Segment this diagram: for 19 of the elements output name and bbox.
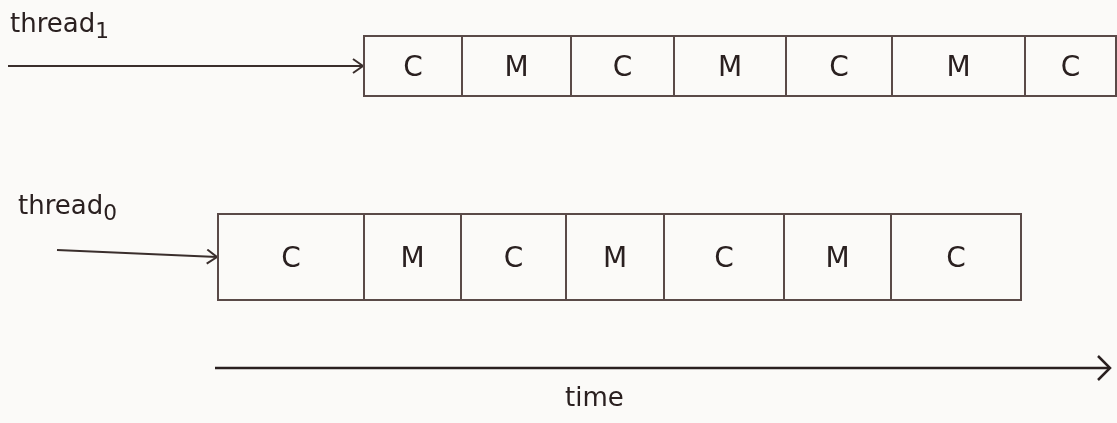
- time-slot-cell: M: [673, 35, 787, 97]
- time-slot-cell: C: [785, 35, 893, 97]
- time-slot-cell: M: [461, 35, 572, 97]
- time-slot-cell: C: [217, 213, 365, 301]
- arrow: [7, 58, 364, 74]
- thread-label: thread$_{1}$: [10, 8, 109, 44]
- time-slot-cell: C: [663, 213, 785, 301]
- time-slot-cell: C: [460, 213, 567, 301]
- time-slot-cell: C: [890, 213, 1022, 301]
- arrow: [56, 248, 218, 265]
- time-slot-cell: M: [565, 213, 665, 301]
- time-slot-cell: M: [783, 213, 892, 301]
- time-slot-cell: C: [1024, 35, 1117, 97]
- time-slot-cell: C: [363, 35, 463, 97]
- time-slot-cell: C: [570, 35, 675, 97]
- thread-label: thread$_{0}$: [18, 190, 117, 226]
- time-slot-cell: M: [891, 35, 1026, 97]
- axis-label: time: [565, 382, 624, 412]
- time-slot-cell: M: [363, 213, 462, 301]
